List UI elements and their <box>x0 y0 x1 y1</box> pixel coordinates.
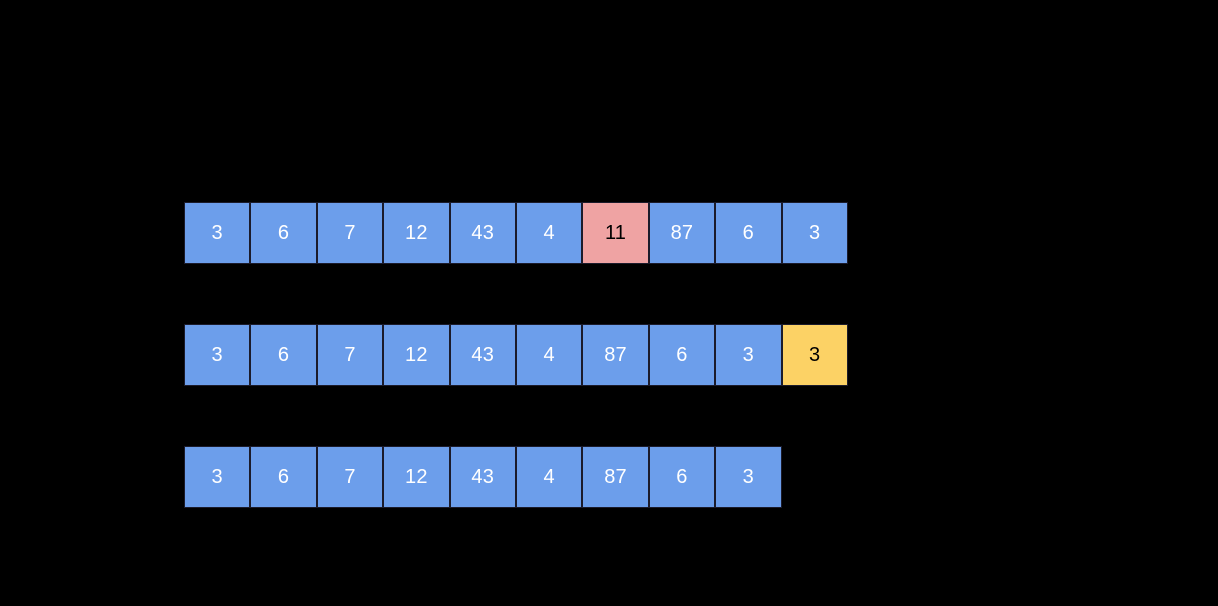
array-cell[interactable]: 7 <box>316 446 384 508</box>
array-cell[interactable]: 12 <box>383 324 450 386</box>
array-cell[interactable]: 3 <box>715 324 782 386</box>
array-cell[interactable]: 6 <box>250 324 317 386</box>
array-cell[interactable]: 3 <box>184 202 251 264</box>
array-cell[interactable]: 3 <box>184 324 251 386</box>
array-cell[interactable]: 43 <box>449 446 516 508</box>
array-cell[interactable]: 12 <box>383 446 450 508</box>
array-cell[interactable]: 6 <box>250 446 317 508</box>
array-cell[interactable]: 7 <box>316 202 384 264</box>
array-cell[interactable]: 6 <box>648 324 716 386</box>
array-cell[interactable]: 6 <box>715 202 782 264</box>
array-cell[interactable]: 87 <box>582 446 649 508</box>
array-cell[interactable]: 43 <box>449 324 516 386</box>
array-cell[interactable]: 3 <box>715 446 782 508</box>
array-cell[interactable]: 11 <box>582 202 649 264</box>
array-cell[interactable]: 4 <box>515 324 583 386</box>
array-cell[interactable]: 87 <box>648 202 716 264</box>
array-cell[interactable]: 12 <box>383 202 450 264</box>
array-cell[interactable]: 3 <box>781 324 848 386</box>
array-cell[interactable]: 87 <box>582 324 649 386</box>
array-cell[interactable]: 7 <box>316 324 384 386</box>
array-cell[interactable]: 6 <box>648 446 716 508</box>
array-cell[interactable]: 43 <box>449 202 516 264</box>
array-cell[interactable]: 4 <box>515 446 583 508</box>
array-cell[interactable]: 3 <box>184 446 251 508</box>
array-cell[interactable]: 6 <box>250 202 317 264</box>
array-cell[interactable]: 4 <box>515 202 583 264</box>
array-cell[interactable]: 3 <box>781 202 848 264</box>
